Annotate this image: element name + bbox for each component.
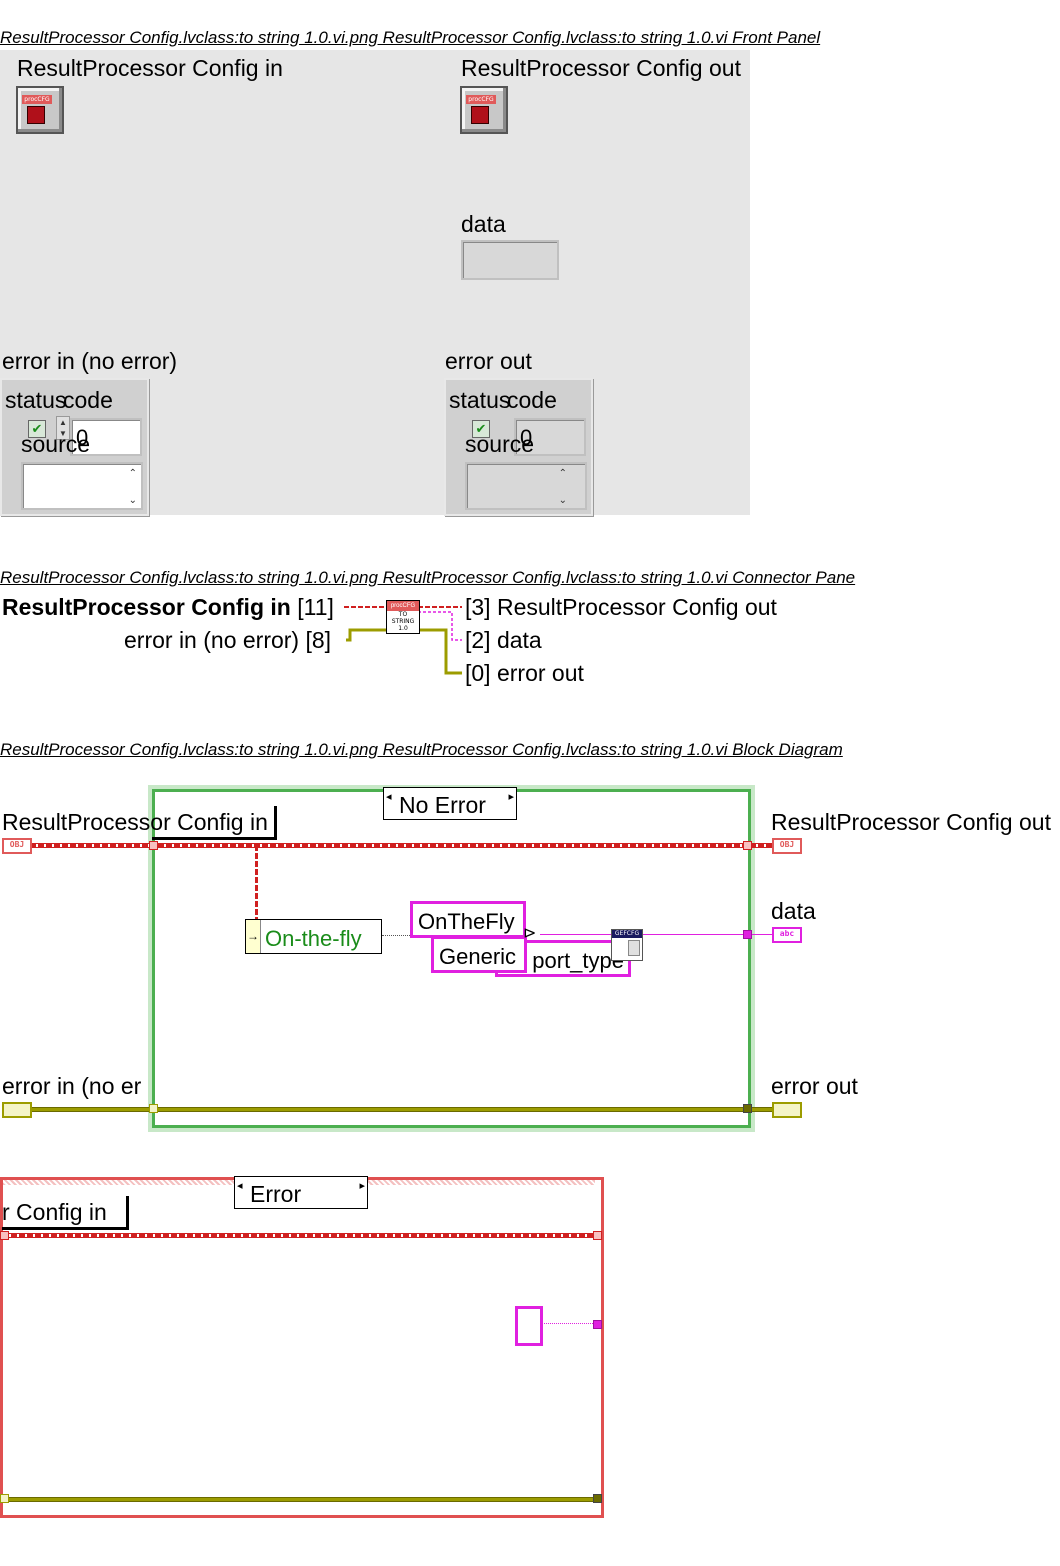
bd-error-out-label: error out	[771, 1073, 858, 1099]
tunnel	[149, 841, 158, 850]
onthefly-constant[interactable]: OnTheFly	[410, 901, 526, 938]
bundle-arrow-icon: →	[246, 920, 261, 953]
config-out-indicator: procCFG	[460, 86, 508, 134]
report-type-label: port_type	[532, 948, 624, 973]
tunnel	[743, 930, 752, 939]
generic-constant[interactable]: Generic	[431, 936, 527, 973]
connector-pane-wires	[344, 606, 462, 675]
error-out-label: error out	[445, 348, 532, 374]
error-out-terminal	[772, 1102, 802, 1118]
case-selector-label: Error	[250, 1181, 302, 1207]
error-in-terminal[interactable]	[2, 1102, 32, 1118]
case-next-icon[interactable]: ▸	[508, 791, 514, 803]
generic-label: Generic	[439, 944, 517, 969]
bd-error-in-label: error in (no er	[2, 1073, 142, 1099]
code-out-field: 0	[514, 418, 586, 456]
class-branch-wire	[255, 845, 258, 920]
connector-pane-icon: procCFG TO STRING 1.0	[386, 600, 420, 634]
code-label: code	[63, 387, 113, 413]
config-out-label: ResultProcessor Config out	[461, 55, 741, 81]
class-wire	[30, 843, 772, 848]
config-in-control[interactable]: procCFG	[16, 86, 64, 134]
cp-output-data: [2] data	[465, 627, 542, 653]
status-check-icon[interactable]: ✔	[28, 420, 46, 438]
onthefly-label: OnTheFly	[418, 909, 515, 934]
case-prev-icon[interactable]: ◂	[386, 791, 392, 803]
tunnel	[593, 1320, 602, 1329]
cp-input-config-index: [11]	[297, 594, 334, 620]
bd-config-in-label-frame	[152, 806, 277, 840]
data-terminal: abc	[772, 927, 802, 943]
tunnel	[743, 841, 752, 850]
source-out-field: ⌃ ⌄	[465, 462, 587, 510]
cp-input-config-name: ResultProcessor Config in	[2, 594, 291, 620]
select-arrow-icon: ⊳	[523, 925, 537, 942]
status-check-icon: ✔	[472, 420, 490, 438]
subvi-tag: GEFCFG	[612, 930, 642, 938]
scroll-up-icon[interactable]: ⌃	[128, 468, 137, 479]
code-in-field[interactable]: 0	[70, 418, 142, 456]
class-tag: procCFG	[466, 95, 496, 104]
case-next-icon[interactable]: ▸	[359, 1180, 365, 1192]
source-in-field[interactable]: ⌃ ⌄	[21, 462, 143, 510]
cp-icon-top: procCFG	[387, 601, 419, 611]
data-wire	[540, 934, 772, 935]
tunnel	[149, 1104, 158, 1113]
config-in-terminal[interactable]: OBJ	[2, 838, 32, 854]
config-in-label: ResultProcessor Config in	[17, 55, 283, 81]
status-label: status	[449, 387, 511, 413]
bundle-node[interactable]: → On-the-fly	[245, 919, 382, 954]
tunnel	[0, 1494, 9, 1503]
tunnel	[593, 1494, 602, 1503]
scroll-down-icon: ⌄	[558, 495, 567, 506]
code-out-value: 0	[520, 425, 533, 450]
front-panel-caption: ResultProcessor Config.lvclass:to string…	[0, 28, 821, 47]
block-diagram-caption: ResultProcessor Config.lvclass:to string…	[0, 740, 843, 759]
code-stepper[interactable]: ▲▼	[56, 416, 70, 440]
error-wire	[3, 1497, 598, 1502]
data-label: data	[461, 211, 506, 237]
error-wire	[30, 1107, 772, 1112]
subvi-node[interactable]: GEFCFG	[611, 929, 643, 961]
scroll-up-icon: ⌃	[558, 468, 567, 479]
cp-output-error: [0] error out	[465, 660, 584, 686]
bd-config-in-label: ResultProcessor Config in	[2, 809, 268, 835]
case-prev-icon[interactable]: ◂	[237, 1180, 243, 1192]
connector-pane-caption: ResultProcessor Config.lvclass:to string…	[0, 568, 856, 587]
case-selector-label: No Error	[399, 792, 486, 818]
error-case-config-label: r Config in	[2, 1199, 107, 1225]
source-label: source	[21, 431, 91, 457]
bundle-to-const-wire	[382, 935, 412, 936]
data-indicator	[461, 240, 559, 280]
class-wire	[3, 1233, 598, 1238]
cp-input-config: ResultProcessor Config in [11]	[2, 596, 334, 619]
empty-string-constant[interactable]	[515, 1306, 543, 1346]
case-selector-error[interactable]: ◂ Error ▸	[234, 1176, 368, 1209]
bundle-label: On-the-fly	[265, 926, 362, 951]
code-in-value: 0	[76, 425, 89, 450]
tunnel	[743, 1104, 752, 1113]
code-label: code	[507, 387, 557, 413]
empty-string-wire	[541, 1323, 595, 1324]
bd-config-out-label: ResultProcessor Config out	[771, 809, 1051, 835]
class-cube-icon	[27, 106, 45, 124]
case-selector-no-error[interactable]: ◂ No Error ▸	[383, 787, 517, 820]
subvi-page-icon	[628, 940, 640, 956]
error-in-label: error in (no error)	[2, 348, 178, 374]
tunnel	[593, 1231, 602, 1240]
error-case-label-frame	[2, 1196, 129, 1230]
source-label: source	[465, 431, 535, 457]
config-out-terminal: OBJ	[772, 838, 802, 854]
cp-output-config: [3] ResultProcessor Config out	[465, 594, 777, 620]
scroll-down-icon[interactable]: ⌄	[128, 495, 137, 506]
cp-input-error: error in (no error) [8]	[124, 627, 332, 653]
cp-icon-text: TO STRING 1.0	[391, 611, 415, 632]
status-label: status	[5, 387, 67, 413]
bd-data-label: data	[771, 898, 816, 924]
tunnel	[0, 1231, 9, 1240]
class-tag: procCFG	[22, 95, 52, 104]
class-cube-icon	[471, 106, 489, 124]
